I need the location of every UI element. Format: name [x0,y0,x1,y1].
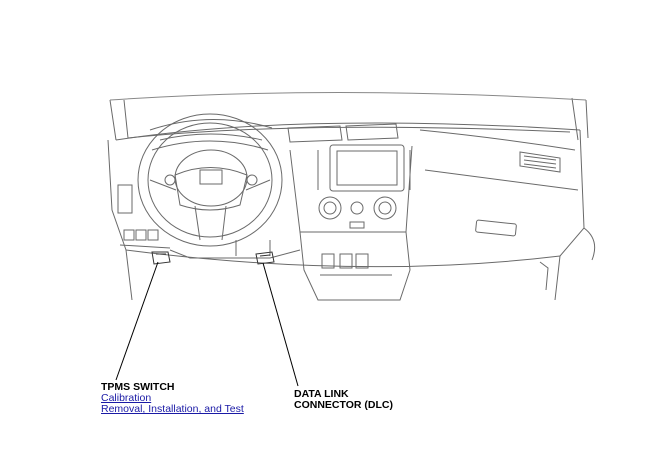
dlc-callout: DATA LINK CONNECTOR (DLC) [294,389,393,411]
tpms-switch-component [151,251,171,265]
calibration-link[interactable]: Calibration [101,392,152,404]
removal-installation-test-link[interactable]: Removal, Installation, and Test [101,403,244,415]
dlc-component [255,251,275,265]
tpms-switch-callout: TPMS SWITCH Calibration Removal, Install… [101,382,244,415]
lower-dash [169,240,301,259]
dlc-leader-line [262,262,299,387]
passenger-dash [419,129,579,291]
instrument-cluster [149,119,273,141]
dlc-title-line2: CONNECTOR (DLC) [294,399,393,411]
steering-wheel [137,113,283,247]
dashboard-outline [107,92,596,301]
tpms-switch-title: TPMS SWITCH [101,381,175,393]
driver-left-panel [117,184,171,249]
dlc-title-line1: DATA LINK [294,388,349,400]
tpms-leader-line [115,261,159,381]
center-stack [287,123,413,301]
